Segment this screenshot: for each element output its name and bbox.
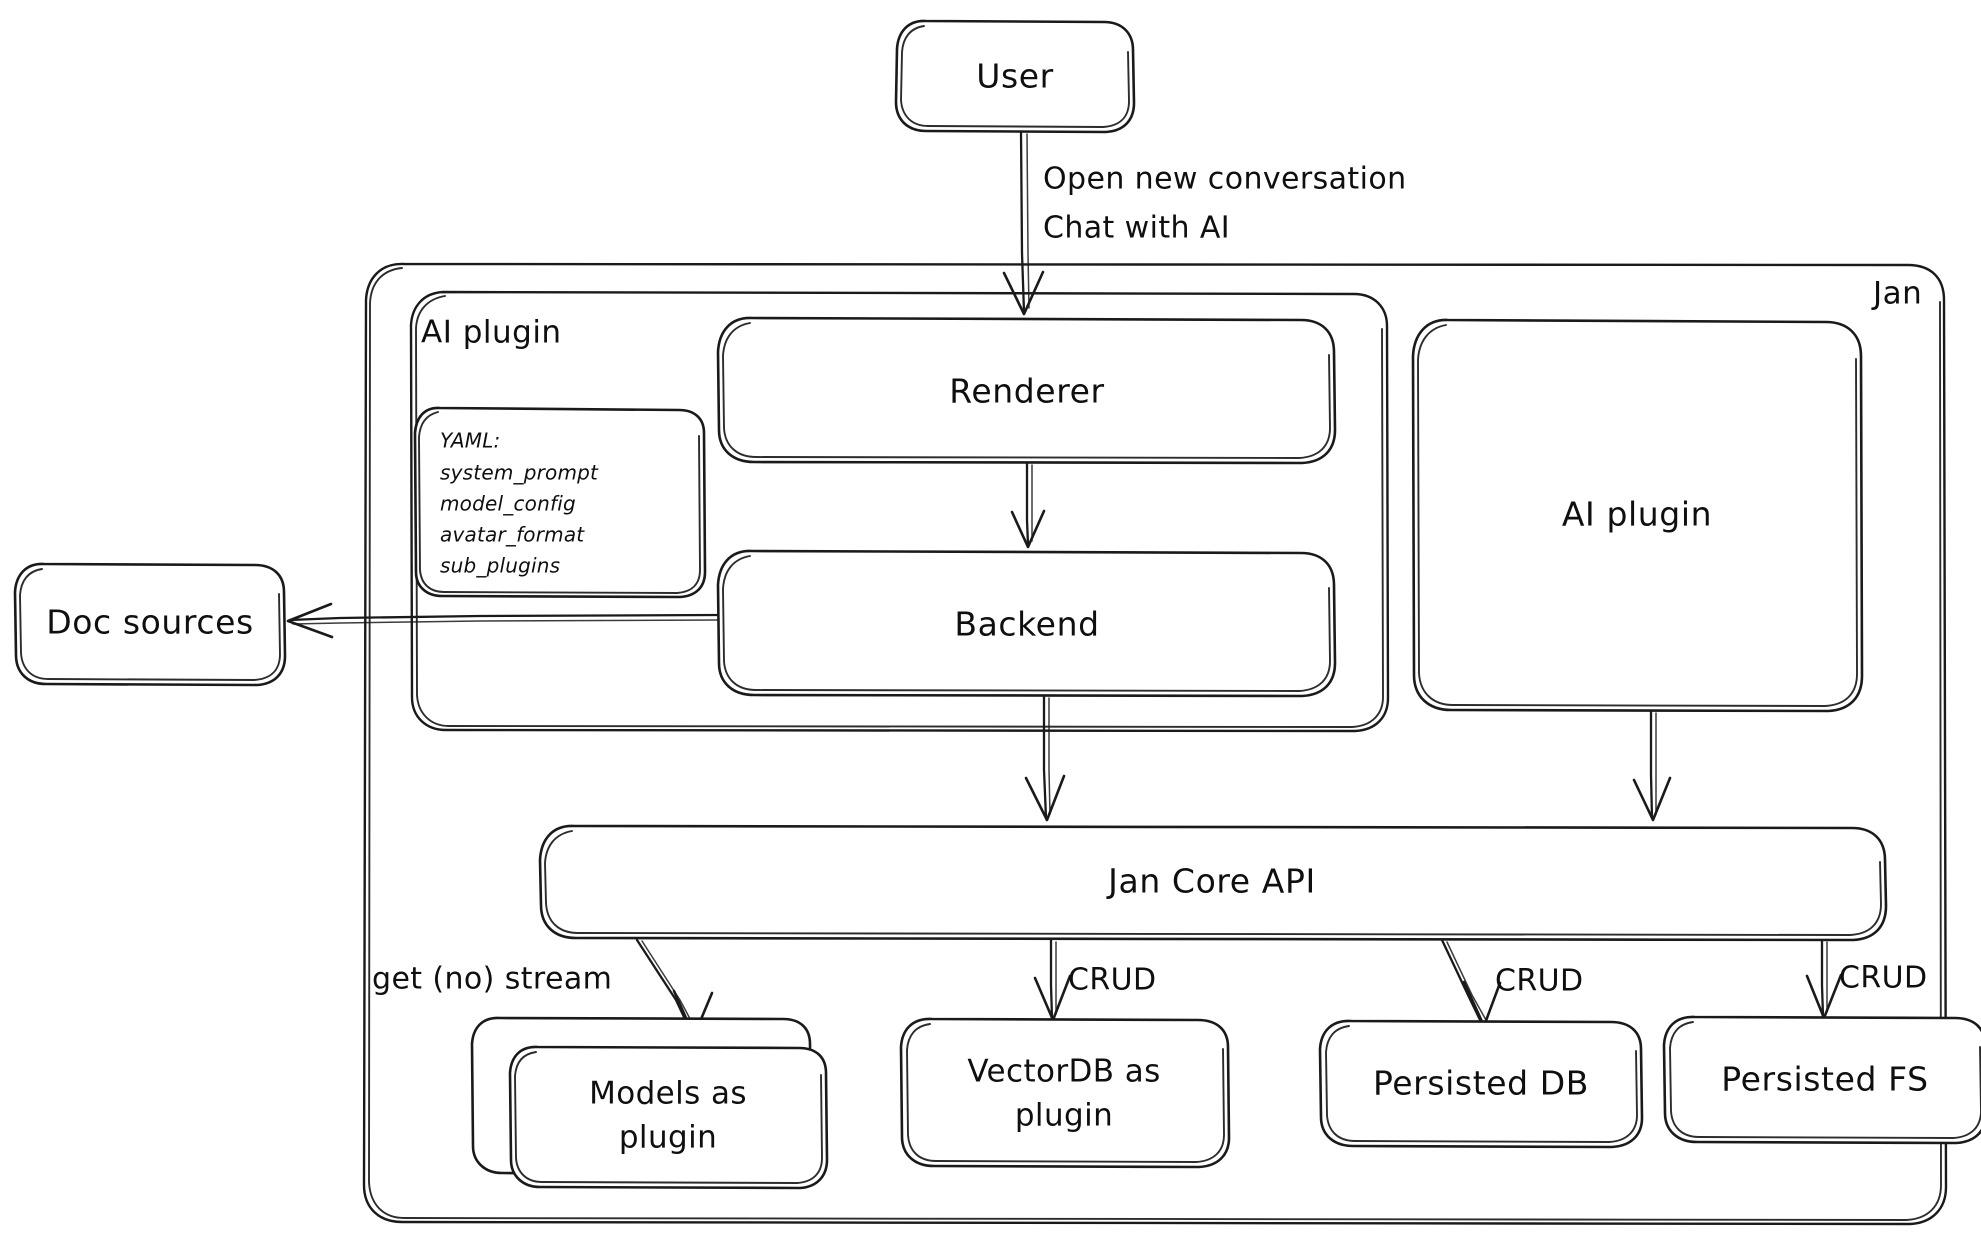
node-label-doc-sources: Doc sources (46, 603, 254, 642)
container-jan: Jan (362, 262, 1948, 1226)
node-yaml-config: YAML: system_prompt model_config avatar_… (413, 406, 707, 599)
node-doc-sources[interactable]: Doc sources (13, 562, 287, 687)
node-persisted-fs[interactable]: Persisted FS (1662, 1015, 1981, 1145)
node-backend[interactable]: Backend (716, 549, 1337, 698)
edge-core-to-persisted-fs: CRUD (1805, 938, 1927, 1020)
node-jan-core-api[interactable]: Jan Core API (538, 824, 1888, 942)
container-ai-plugin-group: AI plugin (409, 290, 1390, 733)
node-label-renderer: Renderer (949, 372, 1104, 411)
yaml-key-sub-plugins: sub_plugins (440, 554, 560, 578)
edge-core-to-vectordb: CRUD (1033, 938, 1156, 1022)
node-label-jan-core-api: Jan Core API (1106, 862, 1316, 901)
container-label-ai-plugin-group: AI plugin (421, 315, 562, 351)
edge-label-user-to-renderer-line2: Chat with AI (1043, 211, 1230, 246)
container-label-jan: Jan (1871, 276, 1922, 312)
yaml-heading: YAML: (440, 429, 500, 453)
node-label-models-plugin-line1: Models as (589, 1076, 747, 1112)
node-label-models-plugin-line2: plugin (619, 1120, 717, 1156)
node-renderer[interactable]: Renderer (716, 316, 1337, 465)
edge-label-crud-persisted-fs: CRUD (1839, 961, 1927, 996)
edge-label-crud-vectordb: CRUD (1068, 963, 1156, 998)
edge-backend-to-doc-sources (286, 602, 720, 639)
node-label-persisted-fs: Persisted FS (1721, 1060, 1928, 1099)
edge-label-get-no-stream: get (no) stream (372, 962, 612, 997)
node-vectordb-plugin[interactable]: VectorDB as plugin (899, 1017, 1231, 1169)
node-label-user: User (976, 57, 1054, 96)
edge-user-to-renderer: Open new conversation Chat with AI (1002, 130, 1407, 316)
node-label-ai-plugin: AI plugin (1562, 495, 1712, 534)
node-label-backend: Backend (954, 605, 1099, 644)
edge-aiplugin-to-core (1632, 709, 1672, 822)
yaml-key-model-config: model_config (440, 492, 576, 516)
node-models-plugin[interactable]: Models as plugin (470, 1016, 829, 1190)
node-persisted-db[interactable]: Persisted DB (1318, 1019, 1644, 1149)
edge-renderer-to-backend (1010, 461, 1046, 549)
node-label-persisted-db: Persisted DB (1373, 1064, 1589, 1103)
node-label-vectordb-plugin-line1: VectorDB as (967, 1054, 1160, 1090)
yaml-key-avatar-format: avatar_format (440, 523, 585, 547)
edge-backend-to-core (1024, 694, 1066, 822)
edge-core-to-persisted-db: CRUD (1440, 938, 1583, 1028)
node-label-vectordb-plugin-line2: plugin (1015, 1098, 1113, 1134)
edge-label-user-to-renderer-line1: Open new conversation (1043, 162, 1407, 197)
node-ai-plugin[interactable]: AI plugin (1411, 318, 1864, 713)
node-user[interactable]: User (894, 19, 1136, 134)
yaml-key-system-prompt: system_prompt (440, 461, 599, 485)
edge-label-crud-persisted-db: CRUD (1495, 964, 1583, 999)
